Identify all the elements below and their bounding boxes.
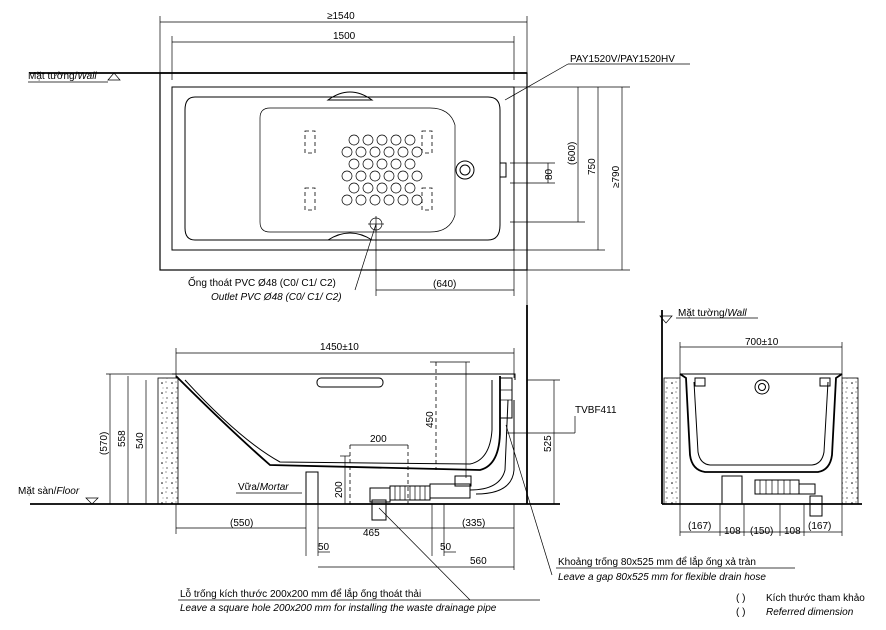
wall-right-label: Mặt tường/Wall: [678, 308, 747, 319]
hole-label-vi: Lỗ trống kích thước 200x200 mm để lắp ốn…: [180, 587, 421, 600]
dim-80: 80: [544, 168, 555, 180]
dim-700: 700±10: [745, 337, 779, 348]
gap-label-en: Leave a gap 80x525 mm for flexible drain…: [558, 572, 766, 583]
dim-108b: 108: [784, 526, 801, 537]
legend: ( ) Kích thước tham khảo ( ) Referred di…: [736, 593, 865, 618]
side-elevation: Mặt sàn/Floor 1450±10 (570) 558 540 450 …: [18, 305, 795, 614]
model-label: PAY1520V/PAY1520HV: [570, 54, 675, 65]
dim-1450: 1450±10: [320, 342, 359, 353]
dim-640: (640): [433, 279, 456, 290]
dim-465: 465: [363, 528, 380, 539]
legend-paren-2: ( ): [736, 607, 745, 618]
dim-790: ≥790: [611, 165, 622, 188]
legend-paren-1: ( ): [736, 593, 745, 604]
dim-200-h: 200: [370, 434, 387, 445]
dim-167a: (167): [688, 521, 711, 532]
dim-150: (150): [750, 526, 773, 537]
wall-left-label: Mặt tường/Wall: [28, 71, 97, 82]
floor-label: Mặt sàn/Floor: [18, 486, 80, 497]
dim-top-min: ≥1540: [327, 11, 355, 22]
dim-108a: 108: [724, 526, 741, 537]
dim-570: (570): [99, 432, 110, 455]
gap-label-vi: Khoảng trống 80x525 mm để lắp ống xả trà…: [558, 555, 756, 568]
dim-540: 540: [135, 432, 146, 449]
anti-slip-dots: [341, 134, 423, 206]
legend-en: Referred dimension: [766, 607, 854, 618]
plan-view: ≥1540 1500 Mặt tường/Wall: [28, 11, 690, 305]
outlet-label-en: Outlet PVC Ø48 (C0/ C1/ C2): [211, 292, 342, 303]
dim-450: 450: [425, 411, 436, 428]
drain-corrugation: [394, 486, 426, 500]
dim-550: (550): [230, 518, 253, 529]
dim-525: 525: [543, 435, 554, 452]
tvbf-label: TVBF411: [575, 405, 617, 416]
dim-167b: (167): [808, 521, 831, 532]
dim-335: (335): [462, 518, 485, 529]
end-drain-corrugation: [759, 480, 791, 494]
dim-200-v: 200: [334, 481, 345, 498]
dim-50b: 50: [440, 542, 452, 553]
dim-top-len: 1500: [333, 31, 356, 42]
dim-558: 558: [117, 430, 128, 447]
dim-560: 560: [470, 556, 487, 567]
outlet-label-vi: Ống thoát PVC Ø48 (C0/ C1/ C2): [188, 275, 336, 289]
end-elevation: Mặt tường/Wall 700±10: [659, 308, 862, 537]
legend-vi: Kích thước tham khảo: [766, 593, 865, 604]
dim-50a: 50: [318, 542, 330, 553]
hole-label-en: Leave a square hole 200x200 mm for insta…: [180, 603, 497, 614]
mortar-label: Vữa/Mortar: [238, 482, 289, 493]
dim-600: (600): [567, 142, 578, 165]
dim-750: 750: [587, 158, 598, 175]
